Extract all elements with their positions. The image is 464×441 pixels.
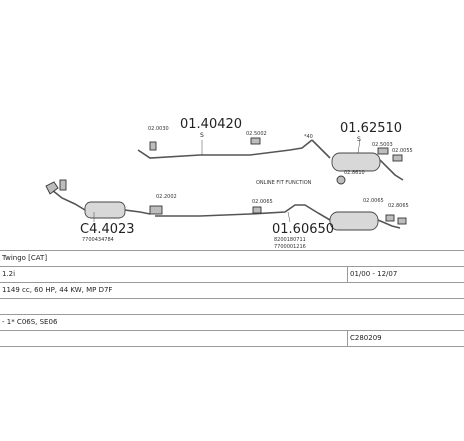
clamp-icon [392, 154, 403, 162]
component-code-label: 02.0030 [148, 126, 169, 132]
model-row: Twingo [CAT] [0, 250, 464, 266]
catalog-row: C280209 [0, 330, 464, 347]
component-code-label: *40 [304, 134, 313, 140]
component-code-label: 02.5003 [372, 142, 393, 148]
flange-icon [45, 181, 59, 195]
clamp-icon [250, 137, 261, 145]
vehicle-info-table: Twingo [CAT] 1.2i 01/00 - 12/07 1149 cc,… [0, 250, 464, 347]
component-code-label: 02.0065 [252, 199, 273, 205]
part-suffix-label: S [357, 136, 361, 143]
part-number-label: 01.60650 [272, 222, 334, 237]
column-divider [347, 331, 348, 346]
rubber-mount-icon [336, 175, 346, 185]
clamp-icon [149, 141, 157, 151]
oem-number-label: 7700001216 [274, 244, 306, 250]
engine-codes: - 1* C06S, SE06 [2, 318, 58, 326]
column-divider [347, 267, 348, 282]
gasket-icon [59, 179, 67, 191]
production-dates: 01/00 - 12/07 [350, 270, 398, 278]
codes-row: - 1* C06S, SE06 [0, 314, 464, 330]
model-name: Twingo [CAT] [2, 254, 48, 262]
part-number-label: 01.62510 [340, 121, 402, 136]
blank-row [0, 298, 464, 314]
lower-pipe-assembly [51, 189, 401, 231]
catalytic-converter [84, 201, 126, 219]
engine-name: 1.2i [2, 270, 16, 278]
part-suffix-label: S [200, 132, 204, 139]
engine-row: 1.2i 01/00 - 12/07 [0, 266, 464, 282]
component-code-label: 02.8065 [388, 203, 409, 209]
rear-silencer-lower [329, 211, 379, 231]
component-code-label: 02.5002 [246, 131, 267, 137]
clamp-icon [377, 147, 389, 155]
rear-silencer-upper [331, 152, 381, 172]
component-code-label: 02.8610 [344, 170, 365, 176]
component-code-label: 02.0055 [392, 148, 413, 154]
component-code-label: 02.2002 [156, 194, 177, 200]
component-code-label: 02.0065 [363, 198, 384, 204]
upper-pipe-assembly [137, 139, 404, 181]
clamp-icon [385, 214, 395, 222]
specs-row: 1149 cc, 60 HP, 44 KW, MP D7F [0, 282, 464, 298]
oem-number-label: 7700434784 [82, 237, 114, 243]
clamp-icon [252, 206, 262, 214]
part-number-label: C4.4023 [80, 222, 135, 237]
clamp-icon [149, 205, 163, 215]
oem-number-label: 8200180711 [274, 237, 306, 243]
engine-specs: 1149 cc, 60 HP, 44 KW, MP D7F [2, 286, 113, 294]
fitting-note: ONLINE FIT FUNCTION [256, 180, 312, 186]
clamp-icon [397, 217, 407, 225]
exhaust-system-diagram: 01.40420 S 01.62510 S C4.4023 7700434784… [45, 117, 413, 250]
catalog-code: C280209 [350, 334, 382, 342]
part-number-label: 01.40420 [180, 117, 242, 132]
